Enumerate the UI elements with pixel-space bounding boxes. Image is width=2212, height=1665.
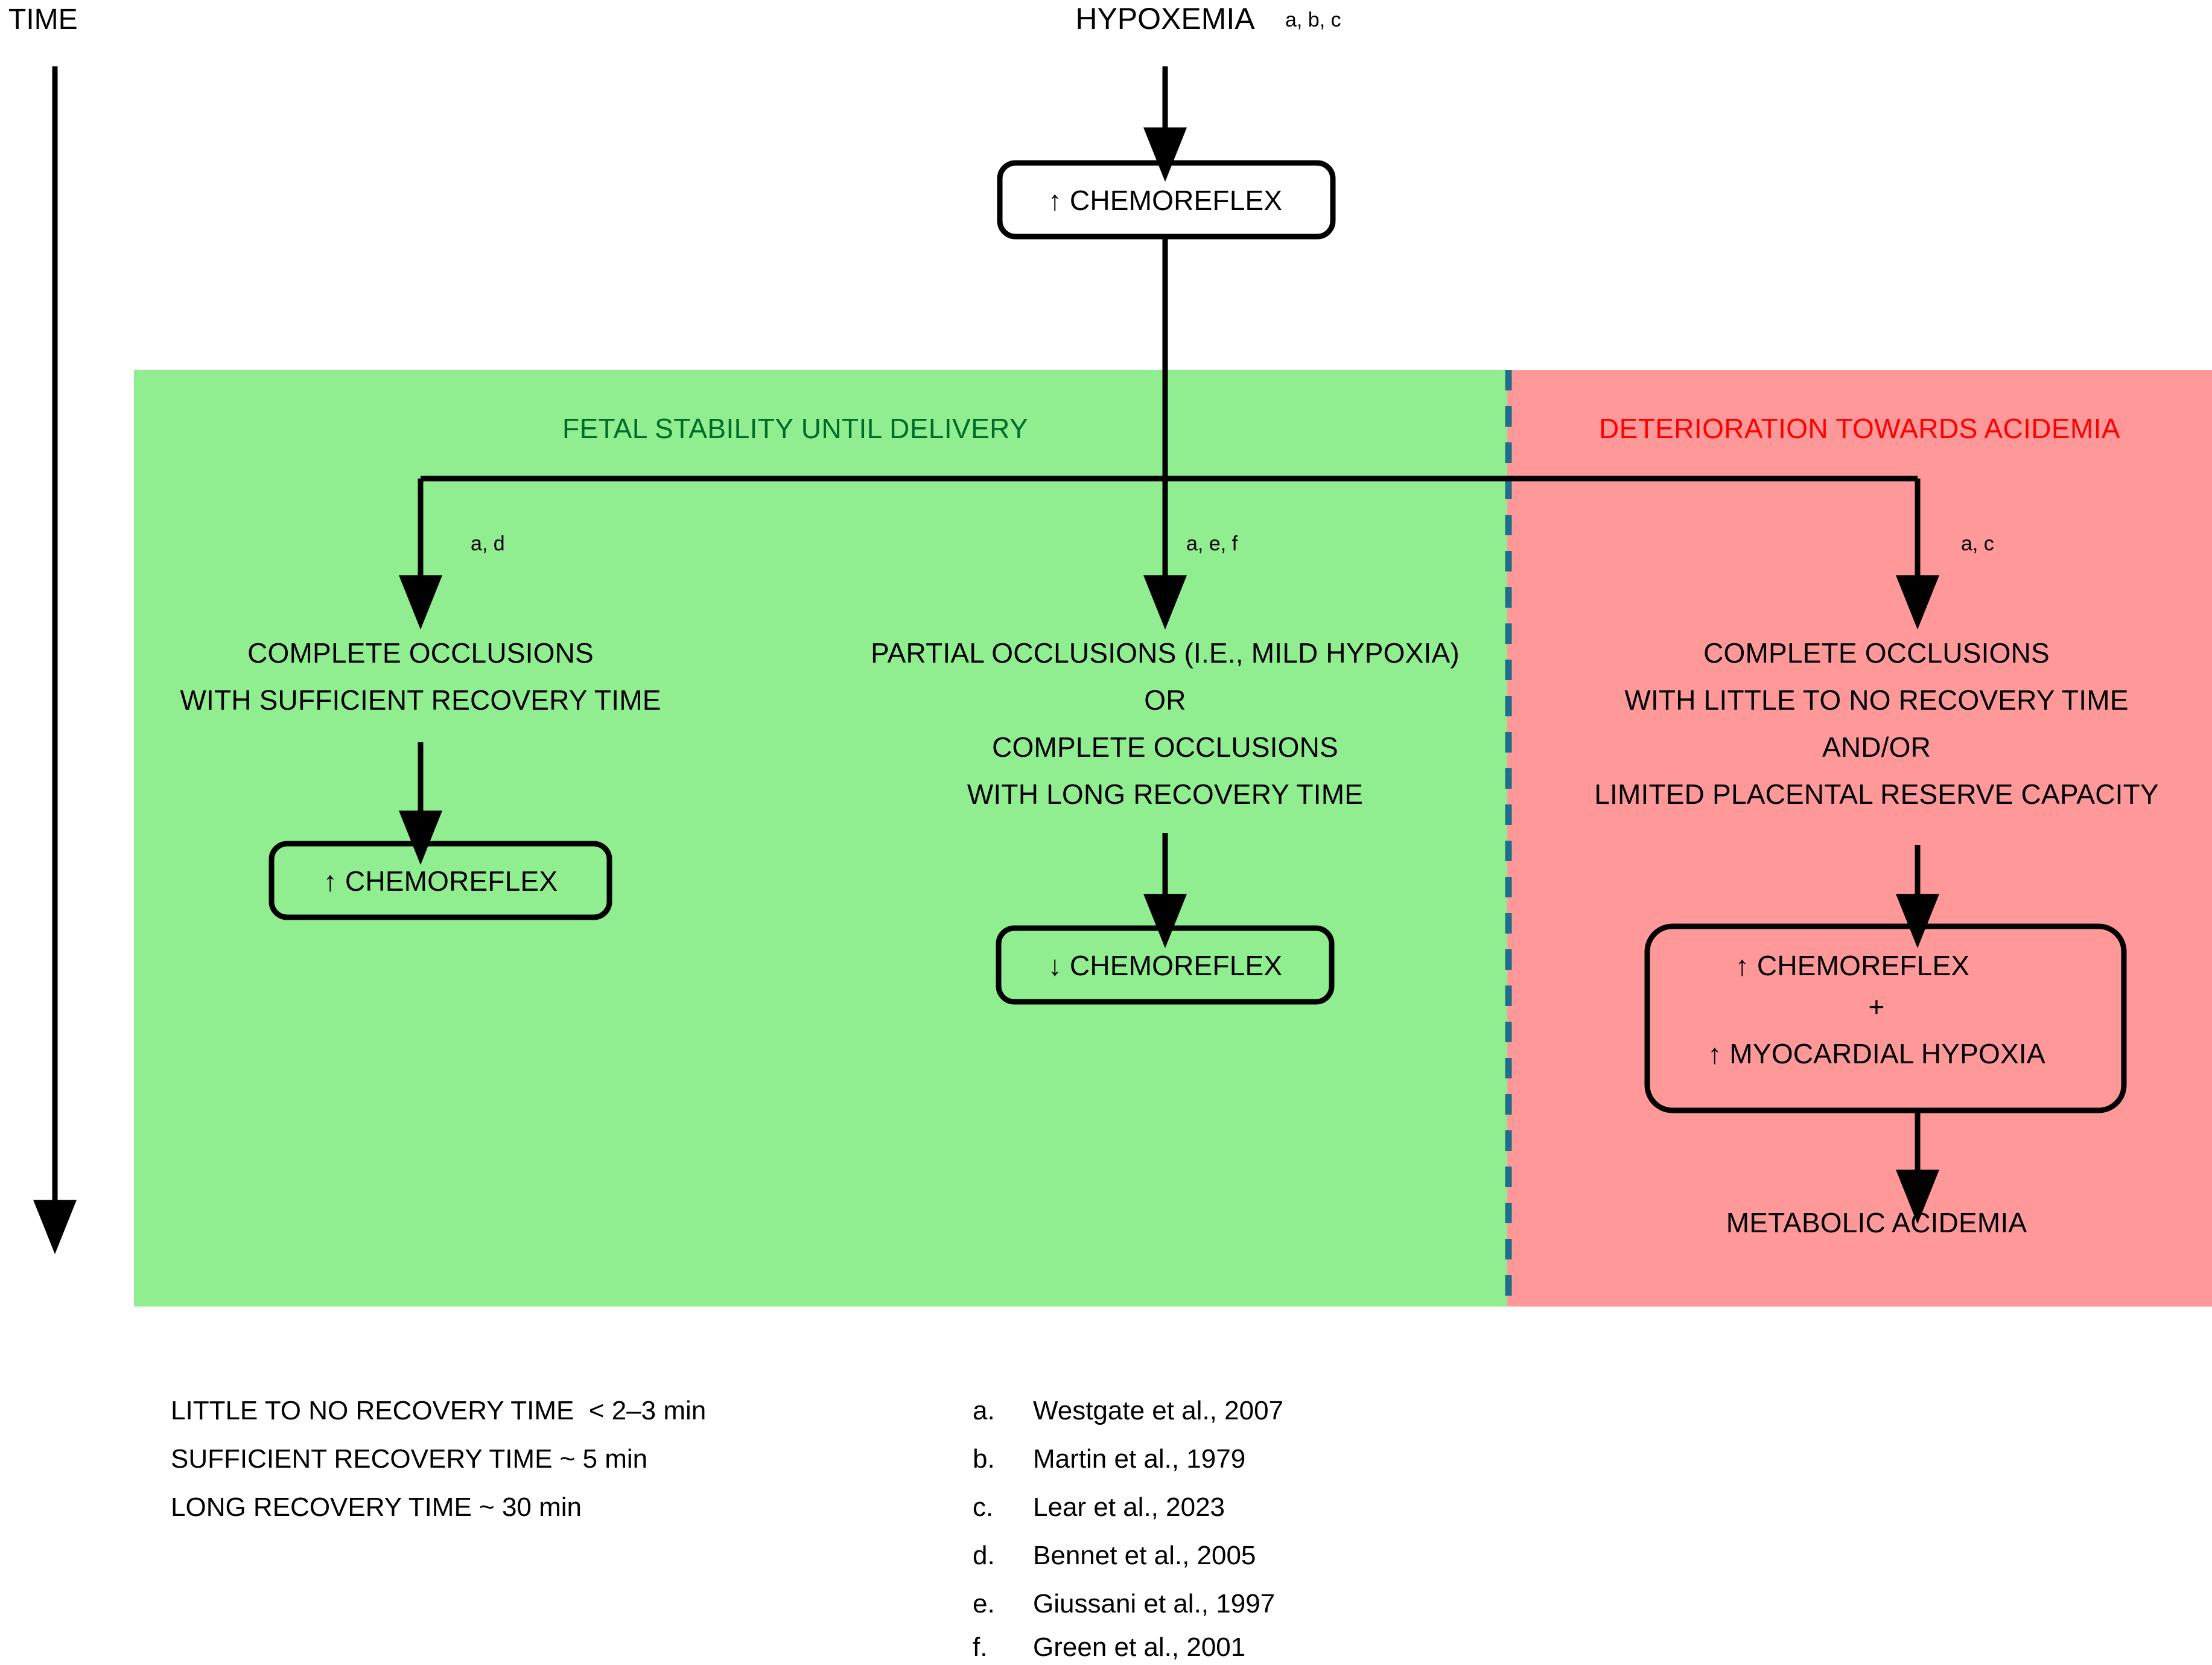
reference-key-c: c. xyxy=(973,1492,993,1522)
legend-definition-1: LITTLE TO NO RECOVERY TIME < 2–3 min xyxy=(171,1396,706,1425)
legend-definition-2: SUFFICIENT RECOVERY TIME ~ 5 min xyxy=(171,1444,647,1474)
branch-middle-condition-line-3: COMPLETE OCCLUSIONS xyxy=(992,731,1338,763)
reference-key-a: a. xyxy=(973,1396,995,1425)
branch-right-condition-line-2: WITH LITTLE TO NO RECOVERY TIME xyxy=(1624,684,2128,716)
reference-citation-e: Giussani et al., 1997 xyxy=(1033,1589,1275,1619)
node-box-left-outcome xyxy=(269,841,612,920)
reference-citation-b: Martin et al., 1979 xyxy=(1033,1444,1245,1474)
branch-right-outcome-line-1: ↑ CHEMOREFLEX xyxy=(1735,950,1970,981)
reference-key-f: f. xyxy=(973,1632,987,1662)
reference-citation-a: Westgate et al., 2007 xyxy=(1033,1396,1283,1425)
branch-middle-condition-line-1: PARTIAL OCCLUSIONS (I.E., MILD HYPOXIA) xyxy=(871,637,1460,669)
node-box-right-outcome xyxy=(1644,923,2127,1113)
root-title: HYPOXEMIA xyxy=(1075,2,1255,36)
branch-left-outcome-label: ↑ CHEMOREFLEX xyxy=(323,865,558,897)
root-chemoreflex-label: ↑ CHEMOREFLEX xyxy=(1048,185,1283,216)
branch-right-outcome-line-2: + xyxy=(1868,991,1884,1022)
reference-key-e: e. xyxy=(973,1589,995,1619)
branch-right-outcome-line-3: ↑ MYOCARDIAL HYPOXIA xyxy=(1708,1038,2045,1069)
branch-middle-condition-line-4: WITH LONG RECOVERY TIME xyxy=(967,778,1363,810)
branch-left-refs: a, d xyxy=(471,532,505,555)
branch-right-condition-line-4: LIMITED PLACENTAL RESERVE CAPACITY xyxy=(1594,778,2159,810)
branch-right-terminal-label: METABOLIC ACIDEMIA xyxy=(1726,1207,2027,1238)
panel-fetal-stability xyxy=(134,370,1507,1307)
reference-citation-f: Green et al., 2001 xyxy=(1033,1632,1245,1662)
branch-middle-refs: a, e, f xyxy=(1186,532,1238,555)
branch-right-condition-line-1: COMPLETE OCCLUSIONS xyxy=(1703,637,2050,669)
legend-definition-3: LONG RECOVERY TIME ~ 30 min xyxy=(171,1492,582,1522)
node-box-middle-outcome xyxy=(996,925,1335,1005)
reference-citation-d: Bennet et al., 2005 xyxy=(1033,1541,1256,1570)
reference-key-b: b. xyxy=(973,1444,995,1474)
root-refs: a, b, c xyxy=(1285,8,1341,31)
branch-left-condition-line-2: WITH SUFFICIENT RECOVERY TIME xyxy=(180,684,661,716)
panel-title-deterioration: DETERIORATION TOWARDS ACIDEMIA xyxy=(1599,413,2120,444)
branch-left-condition-line-1: COMPLETE OCCLUSIONS xyxy=(247,637,594,669)
panel-deterioration-acidemia xyxy=(1507,370,2212,1307)
branch-right-refs: a, c xyxy=(1961,532,1994,555)
branch-right-condition-line-3: AND/OR xyxy=(1822,731,1931,763)
reference-key-d: d. xyxy=(973,1541,995,1570)
time-axis-label: TIME xyxy=(8,4,78,36)
reference-citation-c: Lear et al., 2023 xyxy=(1033,1492,1225,1522)
branch-middle-outcome-label: ↓ CHEMOREFLEX xyxy=(1048,950,1283,981)
panel-title-fetal-stability: FETAL STABILITY UNTIL DELIVERY xyxy=(562,413,1028,444)
branch-middle-condition-line-2: OR xyxy=(1144,684,1186,716)
